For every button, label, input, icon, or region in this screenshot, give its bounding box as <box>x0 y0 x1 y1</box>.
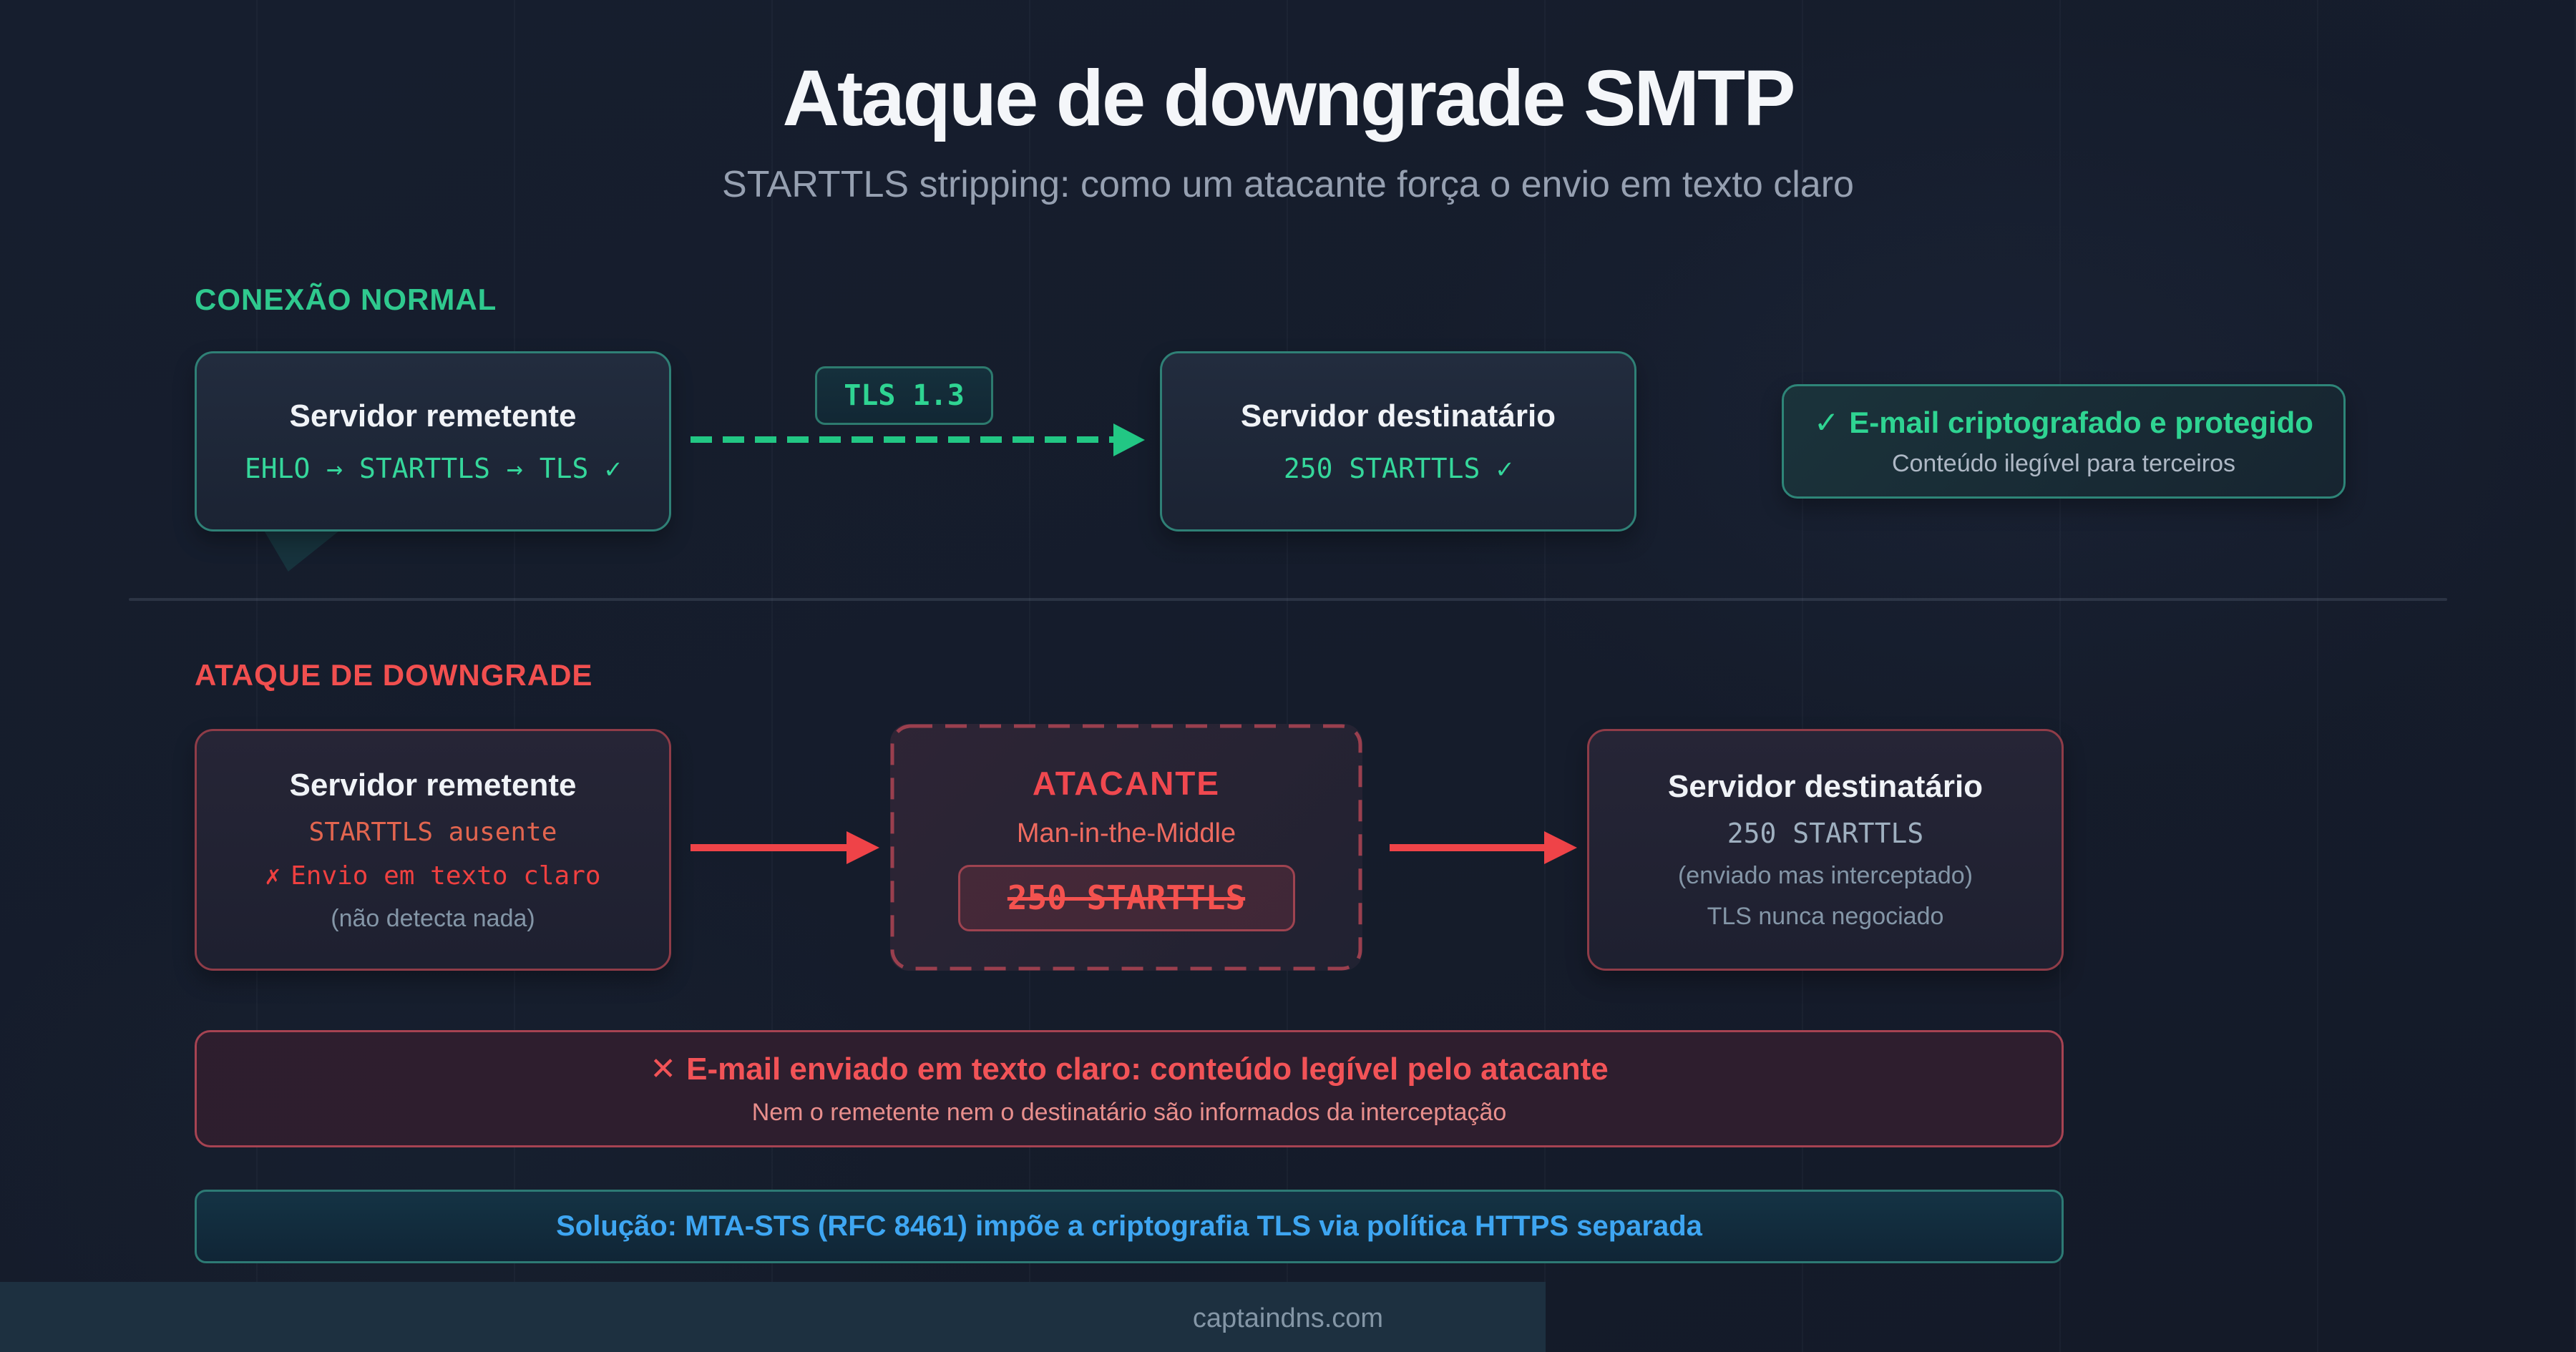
page-title: Ataque de downgrade SMTP <box>782 54 1795 142</box>
attack-sender-line2-text: Envio em texto claro <box>291 861 601 891</box>
normal-sender-box: Servidor remetente EHLO → STARTTLS → TLS… <box>195 351 671 532</box>
attack-receiver-code: 250 STARTTLS <box>1727 818 1924 849</box>
attack-receiver-box: Servidor destinatário 250 STARTTLS (envi… <box>1587 729 2064 971</box>
attack-arrow-2-head-icon <box>1544 831 1577 864</box>
normal-result-box: ✓ E-mail criptografado e protegido Conteú… <box>1782 384 2346 499</box>
page-subtitle: STARTTLS stripping: como um atacante for… <box>722 164 1854 205</box>
normal-receiver-box: Servidor destinatário 250 STARTTLS ✓ <box>1160 351 1636 532</box>
warning-title: ✕ E-mail enviado em texto claro: conteúdo… <box>650 1051 1608 1087</box>
check-icon: ✓ <box>1814 406 1840 439</box>
section-divider <box>129 598 2447 601</box>
normal-sender-title: Servidor remetente <box>289 398 577 433</box>
tls-dashed-arrow-head-icon <box>1113 423 1145 456</box>
attack-receiver-note1: (enviado mas interceptado) <box>1677 862 1973 889</box>
attack-sender-line1: STARTTLS ausente <box>308 817 557 847</box>
section-label-normal: CONEXÃO NORMAL <box>195 283 497 316</box>
attacker-stripped-chip: 250 STARTTLS <box>957 864 1295 931</box>
normal-result-title-text: E-mail criptografado e protegido <box>1849 406 2313 439</box>
normal-receiver-code: 250 STARTTLS ✓ <box>1283 453 1513 484</box>
warning-title-text: E-mail enviado em texto claro: conteúdo … <box>686 1052 1609 1087</box>
tls-version-badge: TLS 1.3 <box>815 366 993 425</box>
attack-receiver-note2: TLS nunca negociado <box>1707 903 1944 930</box>
warning-box: ✕ E-mail enviado em texto claro: conteúdo… <box>195 1030 2064 1147</box>
attacker-subtitle: Man-in-the-Middle <box>1016 818 1236 848</box>
attacker-box: ATACANTE Man-in-the-Middle 250 STARTTLS <box>890 724 1362 971</box>
footer-band <box>0 1282 1546 1352</box>
attack-arrow-1-head-icon <box>847 831 879 864</box>
attack-sender-title: Servidor remetente <box>289 767 577 803</box>
attack-arrow-2 <box>1390 844 1546 851</box>
x-icon: ✗ <box>265 861 281 891</box>
normal-result-subtitle: Conteúdo ilegível para terceiros <box>1891 450 2236 477</box>
solution-box: Solução: MTA-STS (RFC 8461) impõe a crip… <box>195 1190 2064 1263</box>
attack-arrow-1 <box>691 844 848 851</box>
normal-sender-code: EHLO → STARTTLS → TLS ✓ <box>244 453 622 484</box>
normal-receiver-title: Servidor destinatário <box>1240 398 1556 433</box>
attack-sender-box: Servidor remetente STARTTLS ausente ✗ Env… <box>195 729 671 971</box>
attack-receiver-title: Servidor destinatário <box>1667 769 1984 804</box>
solution-text: Solução: MTA-STS (RFC 8461) impõe a crip… <box>556 1210 1702 1242</box>
attacker-title: ATACANTE <box>1032 764 1221 802</box>
warning-subtitle: Nem o remetente nem o destinatário são i… <box>751 1099 1507 1126</box>
normal-result-title: ✓ E-mail criptografado e protegido <box>1814 405 2313 440</box>
tls-dashed-arrow <box>691 436 1116 443</box>
section-label-attack: ATAQUE DE DOWNGRADE <box>195 658 593 692</box>
footer-brand: captaindns.com <box>1192 1303 1384 1333</box>
attack-sender-line2: ✗ Envio em texto claro <box>265 861 600 891</box>
attack-sender-note: (não detecta nada) <box>331 904 535 932</box>
cross-icon: ✕ <box>650 1052 677 1087</box>
sender-bubble-tail <box>261 526 346 572</box>
